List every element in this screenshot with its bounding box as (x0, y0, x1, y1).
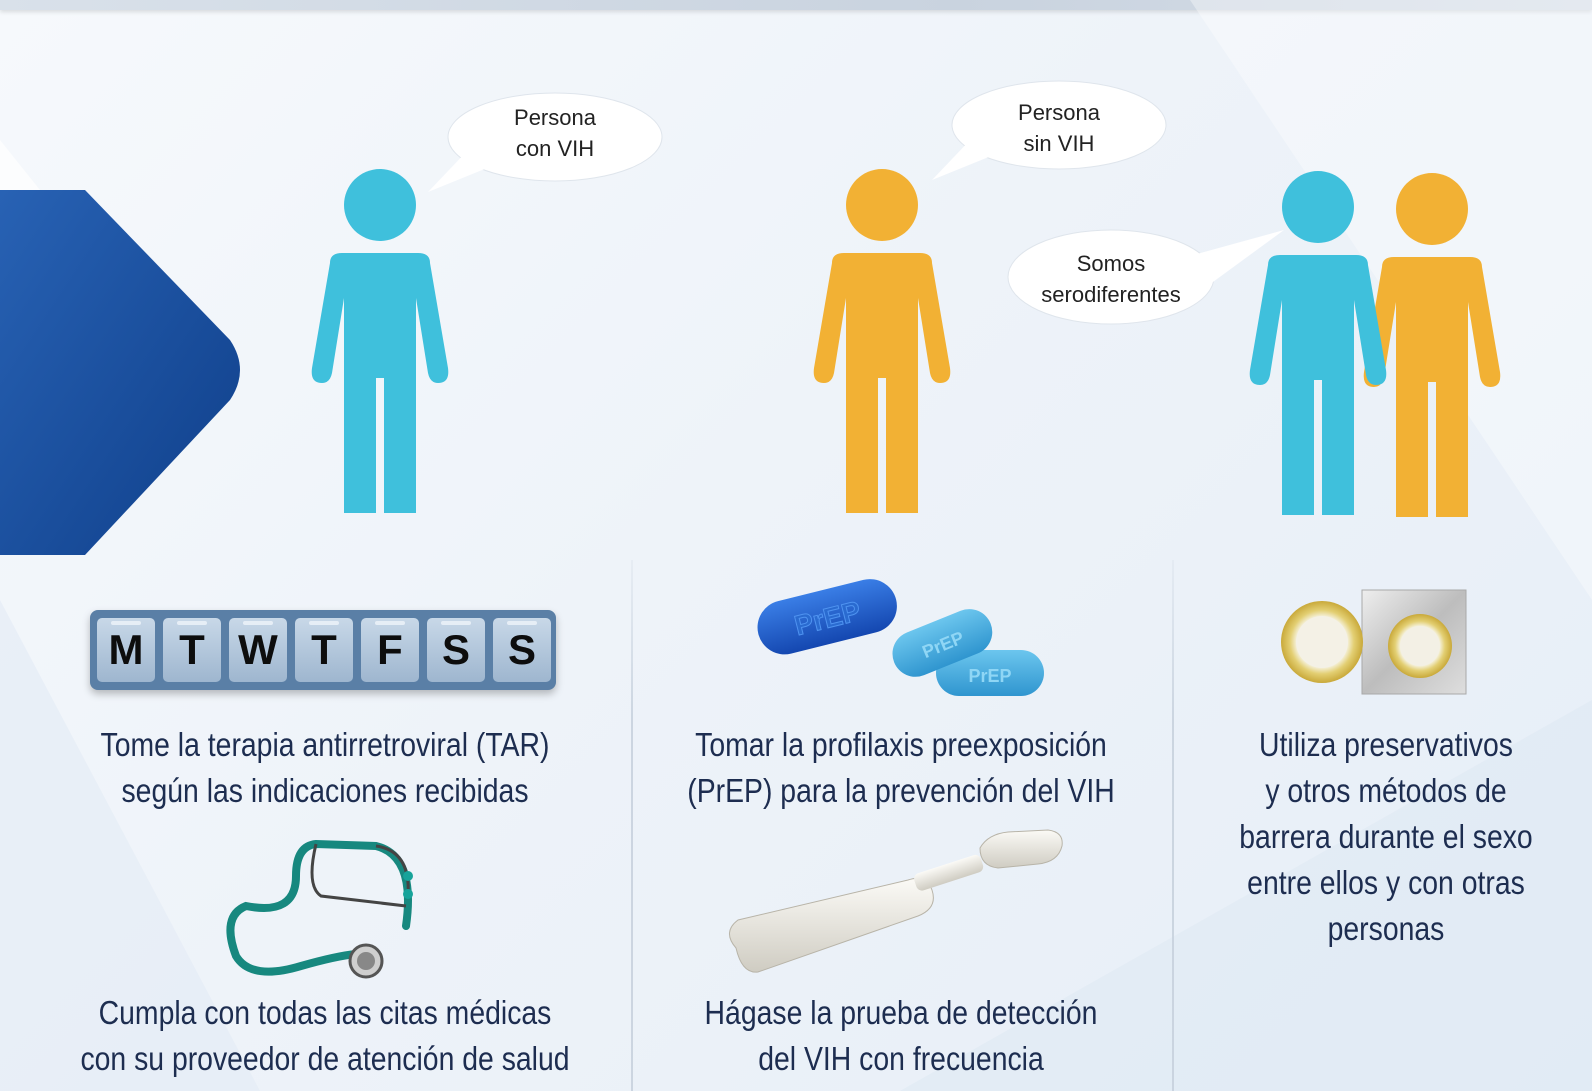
person-without-hiv-icon (813, 169, 951, 513)
arrow-shape (0, 190, 240, 555)
pillbox-day: M (97, 618, 155, 682)
caption-line: Utiliza preservativos (1259, 726, 1513, 763)
caption-condoms: Utiliza preservativos y otros métodos de… (1209, 722, 1563, 952)
bubble-text-without-hiv: Persona sin VIH (974, 97, 1144, 159)
partner-with-hiv-icon (1249, 171, 1387, 515)
partner-without-hiv-icon (1363, 173, 1501, 517)
pillbox-day: W (229, 618, 287, 682)
pillbox-day: T (163, 618, 221, 682)
stethoscope-icon (226, 839, 413, 979)
caption-line: Hágase la prueba de detección (704, 994, 1098, 1031)
caption-line: Tomar la profilaxis preexposición (695, 726, 1107, 763)
column-divider-2 (1172, 560, 1174, 1091)
caption-testing: Hágase la prueba de detección del VIH co… (673, 990, 1129, 1082)
condoms-icon (1281, 589, 1467, 695)
pillbox-day: F (361, 618, 419, 682)
caption-prep: Tomar la profilaxis preexposición (PrEP)… (673, 722, 1129, 814)
column-divider-1 (631, 560, 633, 1091)
bubble-text-with-hiv: Persona con VIH (470, 102, 640, 164)
prep-pills-icon: PrEP PrEP PrEP (757, 579, 1044, 696)
caption-line: entre ellos y con otras (1247, 864, 1525, 901)
pillbox-day: S (427, 618, 485, 682)
bubble-line: Persona (514, 105, 596, 130)
bubble-line: sin VIH (1023, 131, 1095, 156)
hiv-test-swab-icon (729, 829, 1063, 973)
caption-art: Tome la terapia antirretroviral (TAR) se… (80, 722, 570, 814)
caption-appointments: Cumpla con todas las citas médicas con s… (71, 990, 578, 1082)
caption-line: Tome la terapia antirretroviral (TAR) (100, 726, 550, 763)
caption-line: personas (1327, 910, 1445, 947)
prep-pill-label: PrEP (968, 666, 1011, 686)
pillbox-day: T (295, 618, 353, 682)
speech-bubble-serodifferent (1007, 229, 1284, 325)
caption-line: según las indicaciones recibidas (121, 772, 529, 809)
caption-line: y otros métodos de (1265, 772, 1507, 809)
caption-line: Cumpla con todas las citas médicas (98, 994, 552, 1031)
pillbox-day: S (493, 618, 551, 682)
caption-line: del VIH con frecuencia (758, 1040, 1044, 1077)
bubble-line: Somos (1076, 251, 1146, 276)
bubble-line: con VIH (515, 136, 595, 161)
bubble-text-serodifferent: Somos serodiferentes (1021, 248, 1201, 310)
bubble-line: Persona (1018, 100, 1100, 125)
person-with-hiv-icon (311, 169, 449, 513)
caption-line: barrera durante el sexo (1239, 818, 1533, 855)
bubble-line: serodiferentes (1041, 282, 1181, 307)
caption-line: con su proveedor de atención de salud (80, 1040, 570, 1077)
caption-line: (PrEP) para la prevención del VIH (687, 772, 1115, 809)
speech-bubble-without-hiv (932, 80, 1167, 180)
weekly-pill-organizer: M T W T F S S (90, 610, 556, 690)
top-bar (0, 0, 1592, 10)
speech-bubble-with-hiv (428, 92, 663, 192)
